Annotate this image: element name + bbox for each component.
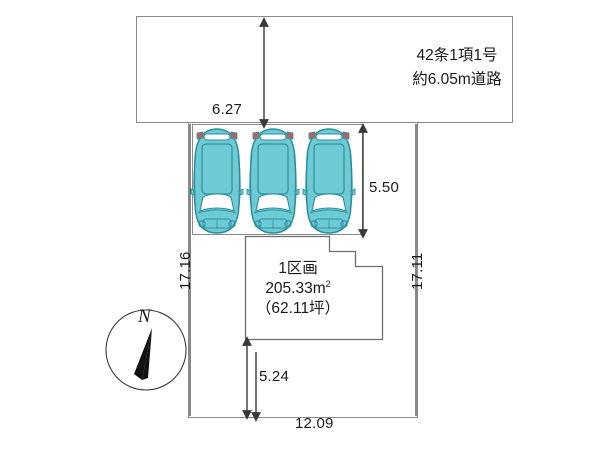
road-label-line1: 42条1項1号 <box>416 47 498 64</box>
dim-label-lower-depth: 5.24 <box>259 368 289 385</box>
plot-label-name: 1区画 <box>278 260 318 277</box>
dim-label-road-depth: 6.27 <box>212 101 242 118</box>
parcel-outline <box>188 122 418 418</box>
north-arrow: N <box>104 306 188 397</box>
dim-label-left-side: 17.16 <box>177 251 194 290</box>
road-label: 42条1項1号 約6.05m道路 <box>398 44 516 92</box>
dim-label-front-width: 12.09 <box>295 415 334 432</box>
plot-label-area: 205.33m2 <box>244 279 352 299</box>
plot-area-unit: m <box>312 280 326 298</box>
compass-needle-edge <box>142 328 152 380</box>
compass-label-north: N <box>138 306 151 327</box>
compass-ring <box>105 309 187 391</box>
dim-label-right-side: 17.11 <box>409 252 426 290</box>
plot-label: 1区画 205.33m2 （62.11坪） <box>244 259 352 320</box>
dim-label-parking-depth: 5.50 <box>369 179 399 196</box>
compass-needle <box>134 328 152 380</box>
building-footprint <box>244 235 384 341</box>
plot-area-value: 205.33 <box>265 280 313 298</box>
road-label-line2: 約6.05m道路 <box>412 71 502 89</box>
plot-area-exponent: 2 <box>325 279 331 290</box>
plot-label-tsubo: （62.11坪） <box>255 300 341 318</box>
